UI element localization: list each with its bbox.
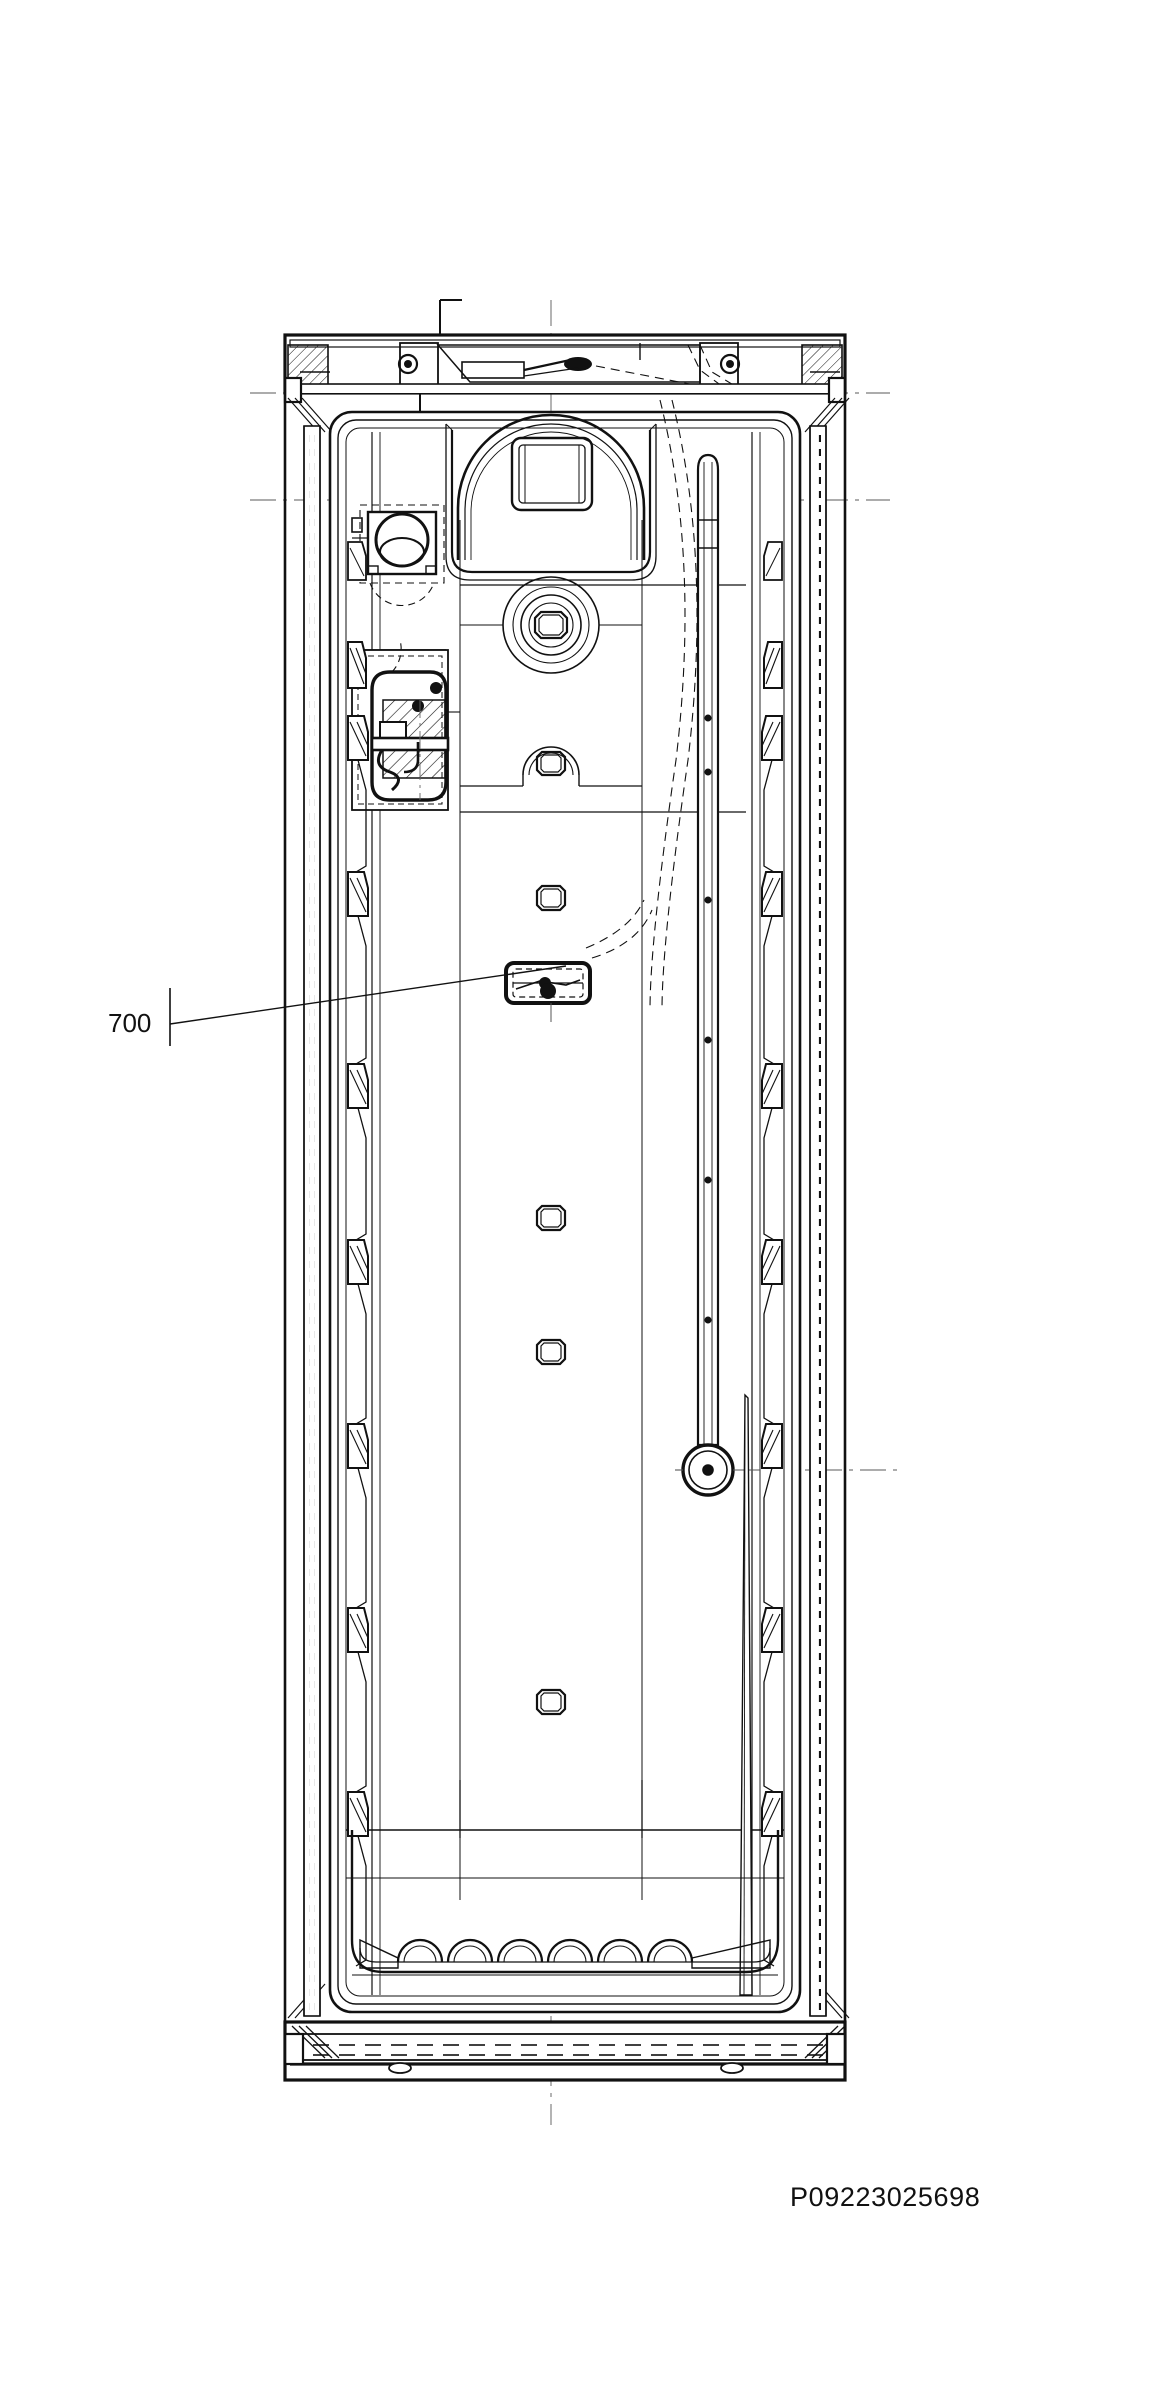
part-number-label: P09223025698 bbox=[790, 2182, 981, 2212]
right-foam-strip bbox=[809, 425, 827, 2017]
idler-pulley bbox=[675, 1443, 760, 1497]
callout-700-label: 700 bbox=[108, 1008, 152, 1038]
callout-700-leader bbox=[169, 965, 567, 1046]
primary-hinge-boss bbox=[460, 576, 642, 674]
clip-right-top bbox=[763, 541, 783, 581]
clip-left-top bbox=[347, 541, 367, 581]
scalloped-drain-channel bbox=[396, 1938, 694, 1963]
square-aperture bbox=[510, 436, 594, 512]
clip-left bbox=[347, 1791, 369, 1837]
clip-left bbox=[347, 641, 367, 689]
clip-left bbox=[347, 871, 369, 917]
clip-right bbox=[761, 1791, 783, 1837]
fastener bbox=[535, 1688, 567, 1716]
tension-rod bbox=[675, 453, 760, 1996]
damper-cylinder bbox=[351, 504, 445, 607]
fastener bbox=[535, 1338, 567, 1366]
clip-right bbox=[763, 641, 783, 689]
top-band bbox=[283, 333, 847, 404]
arched-recess bbox=[445, 413, 657, 581]
top-pivot-left bbox=[397, 342, 439, 388]
top-linkage-arm bbox=[436, 344, 701, 383]
clip-left bbox=[347, 715, 369, 761]
shelf-support-clips bbox=[347, 541, 783, 1967]
clip-right bbox=[761, 1239, 783, 1285]
clip-right bbox=[761, 1423, 783, 1469]
fastener-column bbox=[535, 884, 567, 1716]
clip-right bbox=[761, 1063, 783, 1109]
lower-tray bbox=[346, 1780, 784, 1976]
clip-right bbox=[761, 715, 783, 761]
clip-left bbox=[347, 1239, 369, 1285]
secondary-boss bbox=[460, 746, 642, 787]
harness-routing-hidden bbox=[585, 399, 698, 1011]
clip-left bbox=[347, 1063, 369, 1109]
clip-left bbox=[347, 1607, 369, 1653]
left-foam-strip bbox=[303, 425, 321, 2017]
fastener bbox=[535, 884, 567, 912]
top-reference-tick bbox=[419, 299, 462, 412]
clip-left bbox=[347, 1423, 369, 1469]
side-rails bbox=[303, 425, 827, 2017]
outer-frame bbox=[283, 333, 850, 2082]
pivot-pin-upper bbox=[430, 682, 442, 694]
fastener bbox=[535, 1204, 567, 1232]
clip-right bbox=[761, 1607, 783, 1653]
clip-right bbox=[761, 871, 783, 917]
latch-mechanism bbox=[351, 639, 460, 811]
bottom-band bbox=[283, 2020, 847, 2082]
